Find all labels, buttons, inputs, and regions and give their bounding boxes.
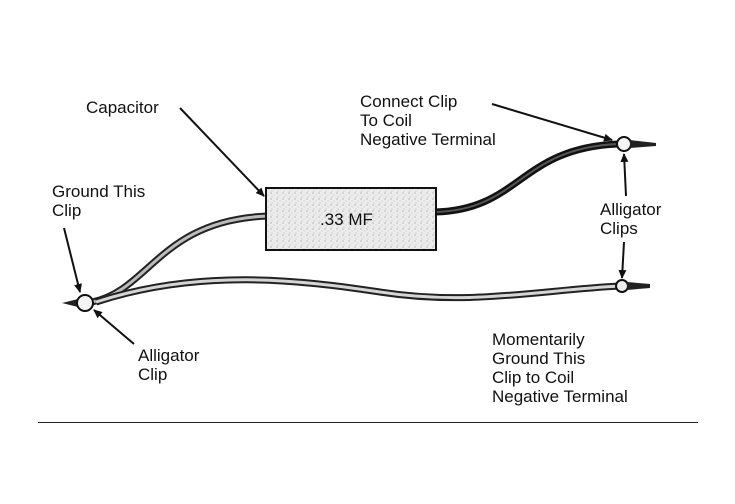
alligator-clip-left [62, 294, 94, 312]
alligator-clip-upper-right [616, 136, 656, 152]
wire-upper-right [434, 140, 619, 216]
ground-this-clip-label: Ground This Clip [52, 182, 146, 220]
bottom-divider [38, 422, 698, 423]
arrow-connect-clip [491, 103, 613, 142]
alligator-clip-lower-right [615, 279, 650, 293]
alligator-clips-label: Alligator Clips [600, 200, 662, 238]
momentarily-label: Momentarily Ground This Clip to Coil Neg… [492, 330, 628, 406]
capacitor-label: Capacitor [86, 98, 159, 117]
arrow-alligator-clips-up [620, 153, 629, 197]
arrow-capacitor [179, 107, 265, 197]
arrow-alligator-clip [93, 309, 135, 345]
connect-clip-label: Connect Clip To Coil Negative Terminal [360, 92, 496, 149]
arrow-alligator-clips-down [618, 241, 627, 279]
capacitor-value-label: .33 MF [320, 210, 373, 229]
alligator-clip-label: Alligator Clip [138, 346, 200, 384]
capacitor-body [265, 187, 437, 251]
wire-upper-left [91, 212, 269, 306]
arrow-ground-this-clip [63, 227, 82, 293]
